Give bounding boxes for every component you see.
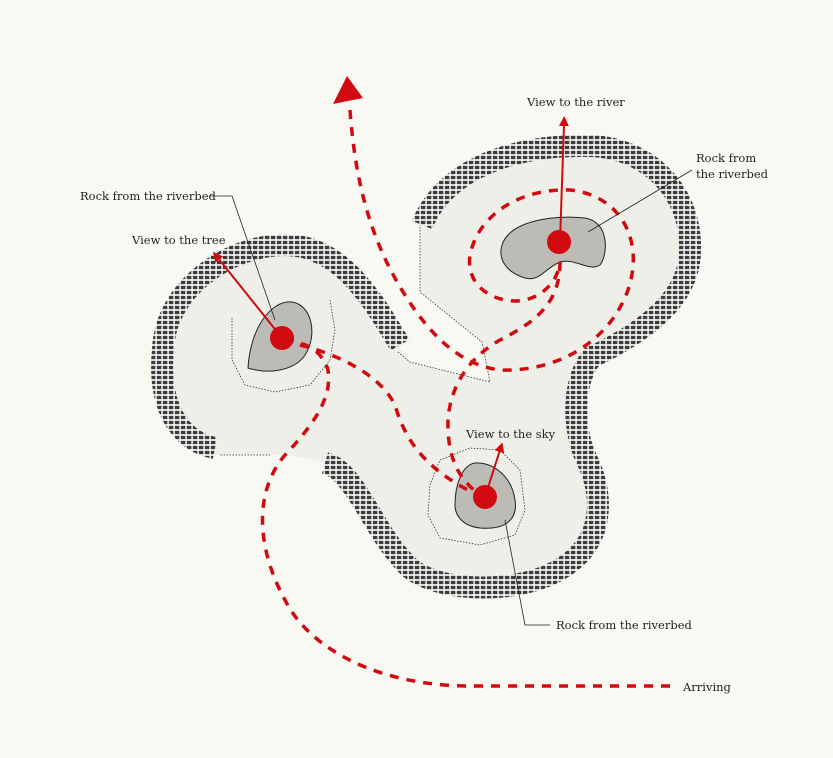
label-rock-bottom: Rock from the riverbed bbox=[556, 618, 693, 632]
label-view-sky: View to the sky bbox=[465, 427, 556, 441]
path-river-to-sky bbox=[446, 261, 562, 497]
leader-rock-right bbox=[587, 169, 693, 233]
arrow-view-tree bbox=[213, 251, 283, 339]
station-sky bbox=[473, 485, 497, 509]
leader-rock-left bbox=[210, 195, 276, 321]
arrow-view-river bbox=[558, 116, 569, 243]
station-river bbox=[547, 230, 571, 254]
label-arriving: Arriving bbox=[682, 680, 732, 694]
walking-paths bbox=[260, 109, 670, 688]
path-tree-to-sky bbox=[299, 343, 479, 497]
floor-dotted-edge bbox=[220, 225, 491, 456]
label-view-tree: View to the tree bbox=[131, 233, 226, 247]
label-rock-right-2: the riverbed bbox=[696, 167, 769, 181]
label-rock-right-1: Rock from bbox=[696, 151, 756, 165]
path-exit-spiral bbox=[348, 109, 636, 372]
leader-rock-bottom bbox=[504, 519, 550, 626]
stone-wall-left bbox=[151, 233, 410, 459]
station-tree bbox=[270, 326, 294, 350]
arrow-exit-head bbox=[333, 76, 363, 104]
label-rock-left: Rock from the riverbed bbox=[80, 189, 217, 203]
stone-wall-right bbox=[320, 134, 702, 599]
rock-surround-bottom bbox=[427, 447, 526, 546]
path-arriving bbox=[260, 338, 670, 688]
label-view-river: View to the river bbox=[526, 95, 625, 109]
